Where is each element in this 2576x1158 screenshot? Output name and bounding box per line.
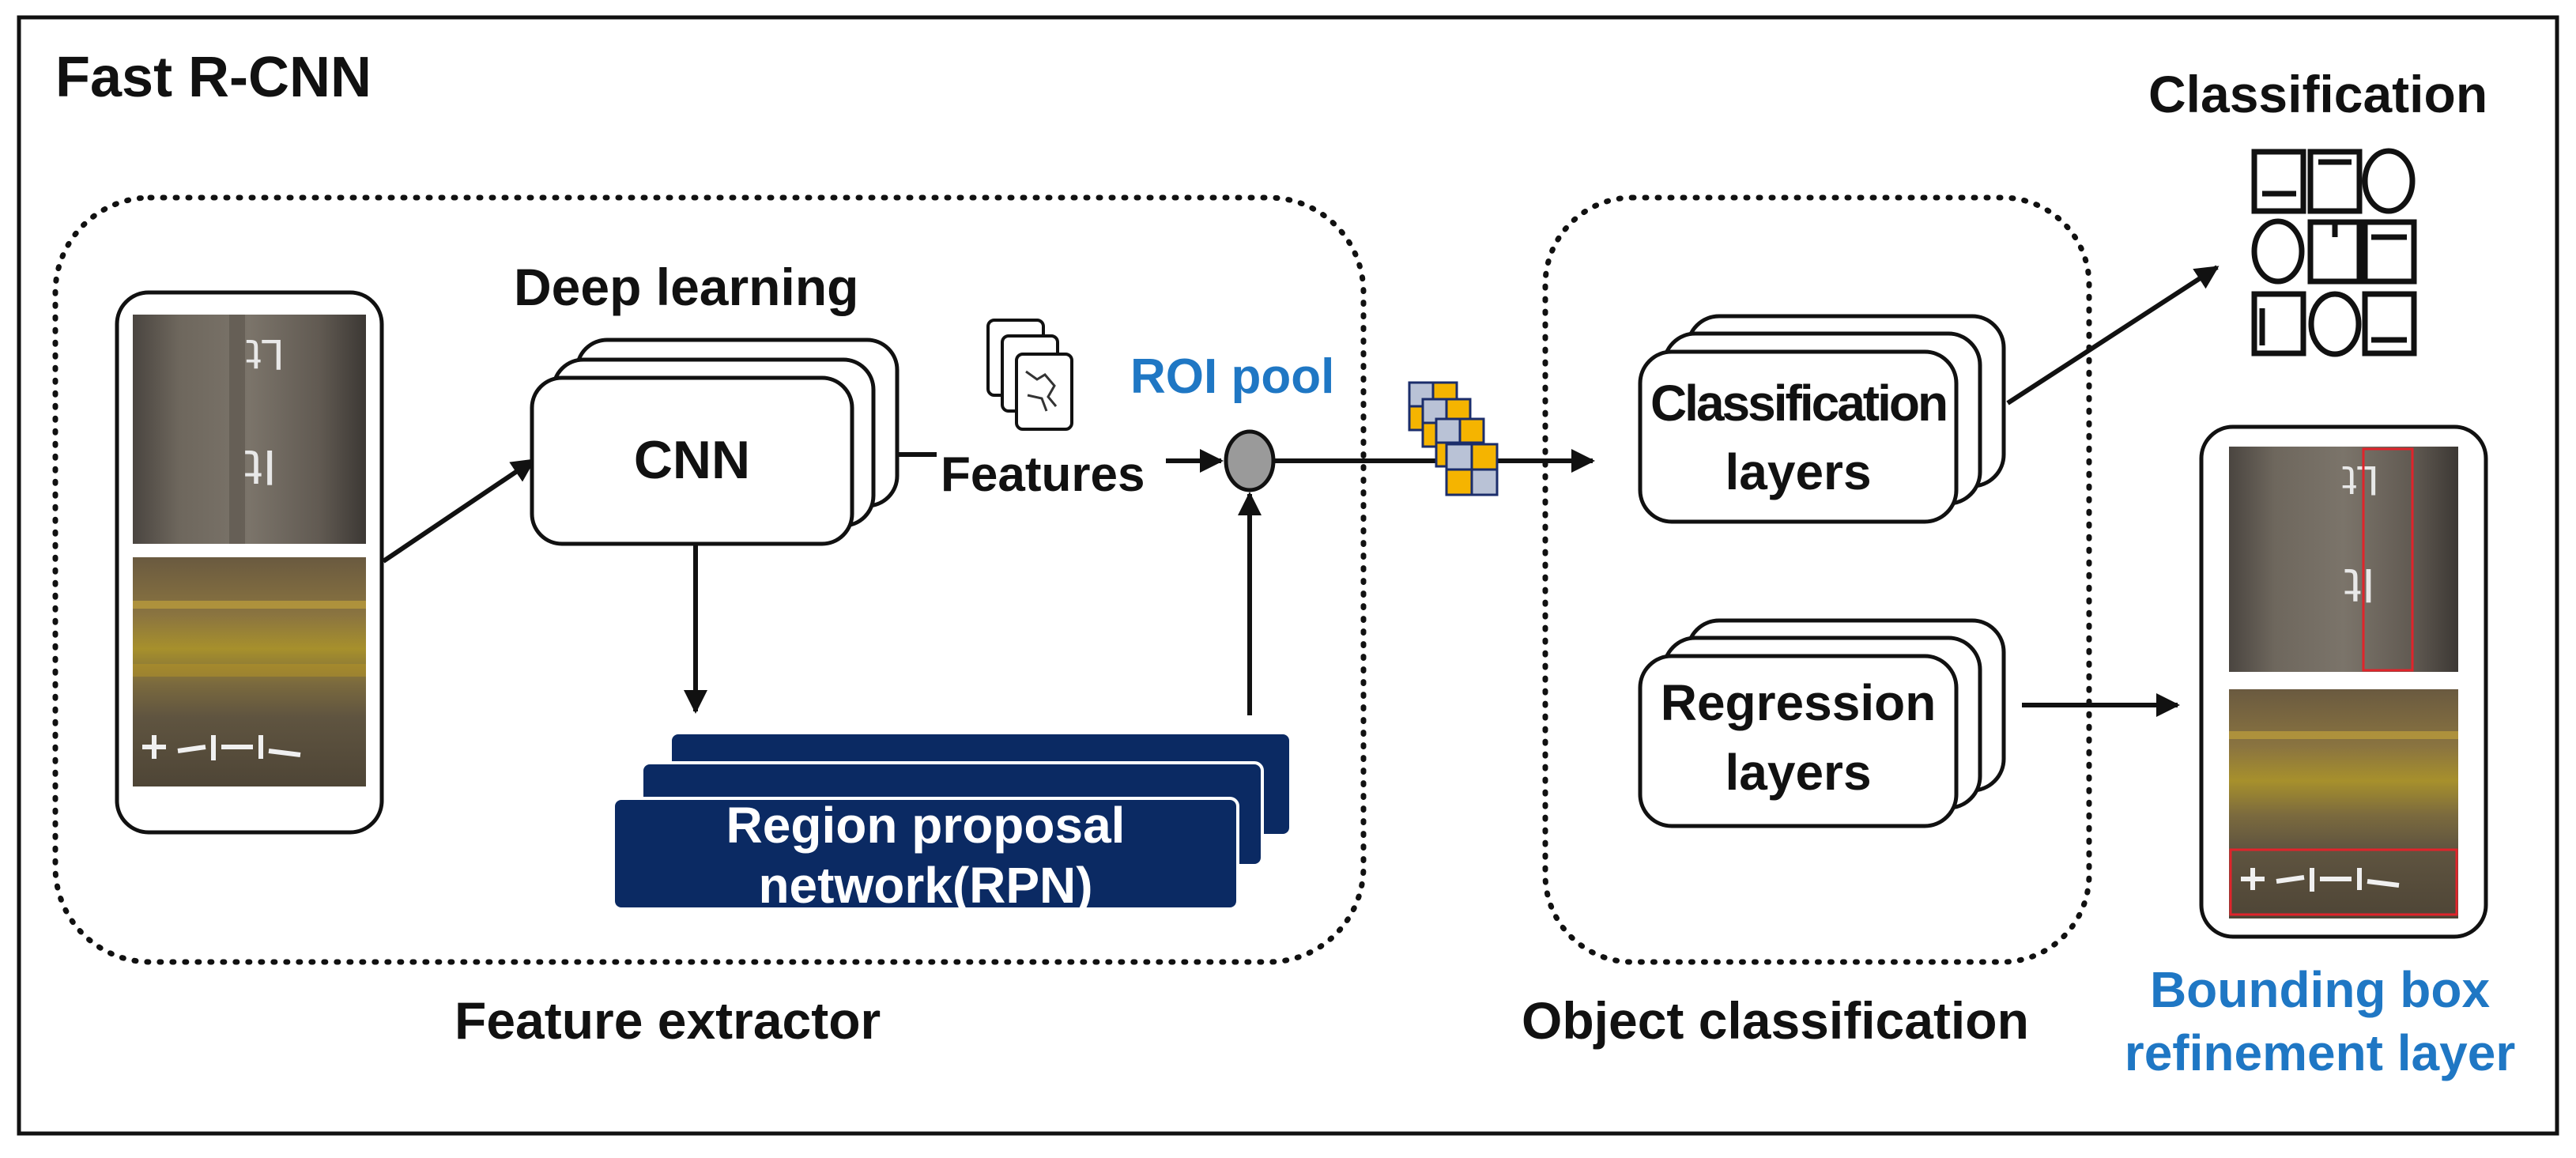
svg-text:Lt: Lt: [246, 330, 285, 377]
svg-text:It: It: [2344, 558, 2375, 612]
classification-layers-block: [1638, 314, 2006, 524]
arrow-input-to-cnn: [382, 458, 536, 564]
arrow-classification-output: [2006, 265, 2220, 405]
regression-layers-line2: layers: [1725, 744, 1872, 801]
classification-output-label: Classification: [2148, 65, 2488, 123]
pooled-feature-grid-icon: [1408, 381, 1499, 496]
feature-map-stack-icon: [986, 319, 1073, 431]
roi-pool-label: ROI pool: [1130, 349, 1335, 404]
classification-layers-line1: Classification: [1650, 375, 1948, 432]
detection-result-photo-pair-icon: Lt It: [2199, 424, 2488, 939]
classification-layers-line2: layers: [1725, 443, 1872, 500]
regression-layers-block: [1638, 618, 2006, 828]
features-label: Features: [941, 447, 1145, 502]
bbox-refinement-label-line2: refinement layer: [2124, 1024, 2516, 1081]
roi-pool-node: [1224, 429, 1276, 492]
outer-frame: [17, 15, 2559, 1136]
cnn-label: CNN: [633, 430, 751, 490]
rpn-label-line2: network(RPN): [758, 860, 1093, 909]
svg-text:It: It: [244, 439, 277, 494]
object-classification-group: [1542, 194, 2092, 965]
object-classification-caption: Object classification: [1522, 991, 2029, 1050]
cnn-block: [530, 338, 900, 546]
rpn-block: [612, 731, 1292, 911]
diagram-title: Fast R-CNN: [55, 46, 372, 109]
regression-layers-line1: Regression: [1660, 674, 1937, 731]
bbox-refinement-label-line1: Bounding box: [2149, 961, 2491, 1018]
feature-extractor-caption: Feature extractor: [454, 991, 881, 1050]
input-photo-pair-icon: Lt It: [115, 290, 384, 835]
svg-text:Lt: Lt: [2342, 457, 2379, 503]
feature-extractor-group: [52, 194, 1367, 965]
deep-learning-label: Deep learning: [514, 258, 859, 316]
rpn-label-line1: Region proposal: [726, 797, 1126, 854]
class-symbol-grid-icon: [2251, 148, 2417, 357]
